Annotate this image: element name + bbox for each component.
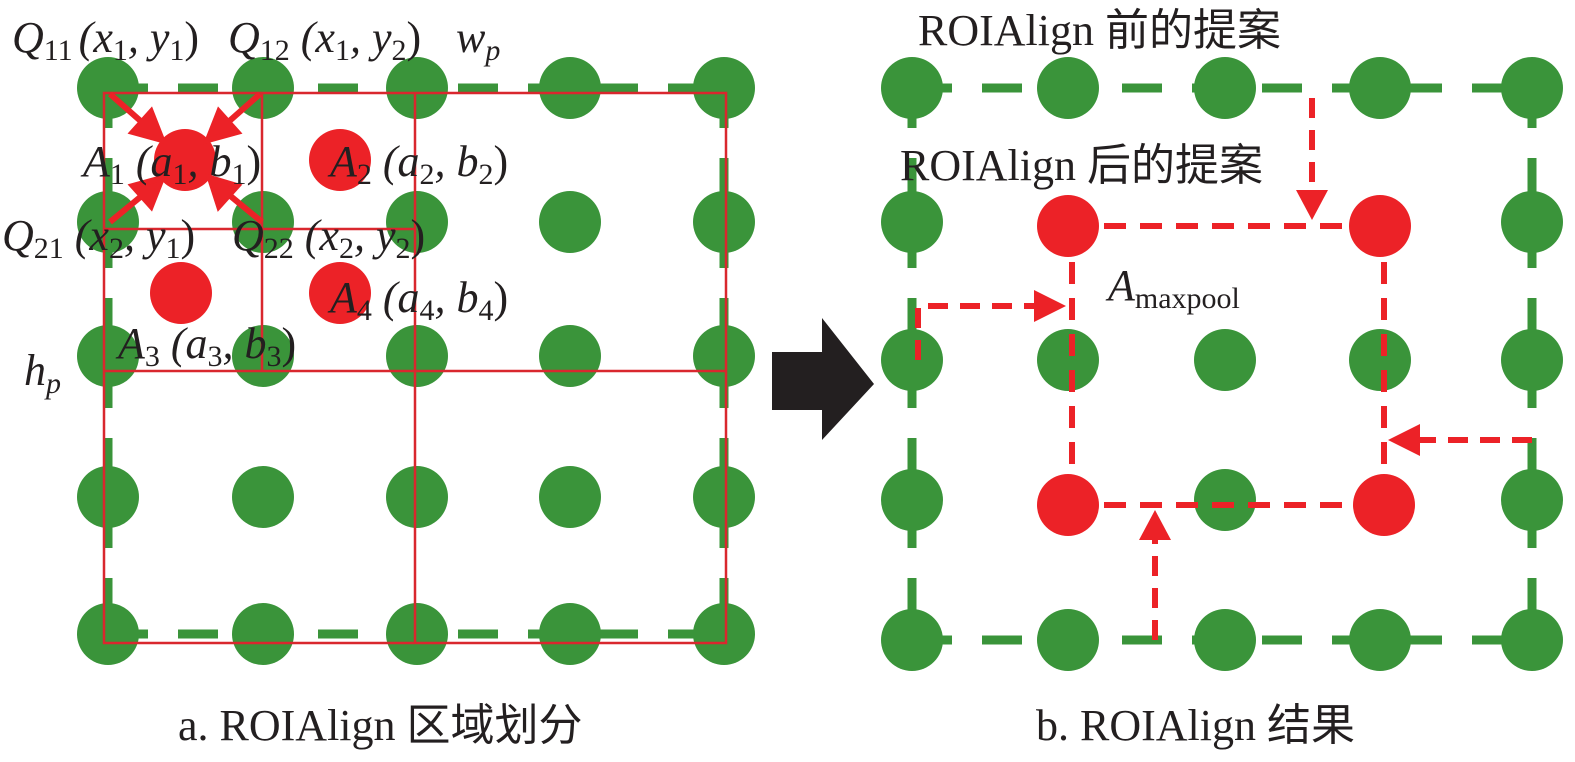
grid-point [232,603,294,665]
grid-point [881,191,943,253]
sample-point-a1 [154,129,216,191]
before-proposal-label: ROIAlign 前的提案 [918,6,1281,55]
grid-point [693,603,755,665]
label-q11: Q11(x1, y1) [12,13,199,67]
grid-point [539,325,601,387]
panel-b: ROIAlign 前的提案 ROIAlign 后的提案 Amaxpool b. … [881,6,1563,750]
grid-point [1501,469,1563,531]
grid-point [1349,609,1411,671]
sample-point-a2 [309,129,371,191]
label-q21: Q21 (x2, y1) [2,211,195,265]
grid-point [386,325,448,387]
label-amaxpool: Amaxpool [1105,261,1240,315]
grid-point [77,191,139,253]
grid-point [1037,57,1099,119]
grid-point [881,57,943,119]
after-proposal-label: ROIAlign 后的提案 [900,141,1263,190]
label-q22: Q22 (x2, y2) [232,211,425,265]
grid-point [693,57,755,119]
panel-a-interp-arrows [108,91,264,225]
label-a2: A2 (a2, b2) [327,137,508,191]
panel-b-shrink-arrows [915,98,1532,640]
label-q12: Q12 (x1, y2) [228,13,421,67]
grid-point [539,57,601,119]
grid-point [539,603,601,665]
grid-point [881,329,943,391]
grid-point [881,469,943,531]
grid-point [386,57,448,119]
grid-point [1501,609,1563,671]
label-a3: A3 (a3, b3) [115,319,296,373]
grid-point [232,466,294,528]
grid-point [77,603,139,665]
corner-point [1037,474,1099,536]
grid-point [1194,329,1256,391]
grid-point [386,466,448,528]
grid-point [1194,609,1256,671]
grid-point [386,603,448,665]
grid-point [539,466,601,528]
grid-point [693,466,755,528]
panel-b-caption: b. ROIAlign 结果 [1036,701,1355,750]
grid-point [1194,57,1256,119]
grid-point [1501,329,1563,391]
label-hp: hp [24,346,61,400]
corner-point [1353,474,1415,536]
grid-point [1194,469,1256,531]
grid-point [693,191,755,253]
grid-point [1349,329,1411,391]
label-wp: wp [456,13,500,67]
grid-point [693,325,755,387]
grid-point [77,466,139,528]
right-arrow-icon [772,318,874,440]
grid-point [1037,329,1099,391]
panel-b-corner-points [1037,195,1415,536]
corner-point [1349,195,1411,257]
label-a4: A4 (a4, b4) [327,273,508,327]
grid-point [1037,609,1099,671]
panel-b-arrowheads [1034,190,1420,540]
panel-a: Q11(x1, y1) Q12 (x1, y2) wp A1 (a1, b1) … [2,13,755,750]
panel-a-roi-bins [102,91,728,645]
grid-point [881,609,943,671]
grid-point [539,191,601,253]
grid-point [1349,57,1411,119]
grid-point [386,191,448,253]
corner-point [1037,195,1099,257]
panel-a-labels: Q11(x1, y1) Q12 (x1, y2) wp A1 (a1, b1) … [2,13,508,400]
sample-point-a3 [150,262,212,324]
grid-point [1501,191,1563,253]
sample-point-a4 [309,262,371,324]
grid-point [1501,57,1563,119]
proposal-after-border [1068,223,1387,508]
label-a1: A1 (a1, b1) [80,137,261,191]
panel-b-feature-grid [881,57,1563,671]
panel-a-caption: a. ROIAlign 区域划分 [178,701,583,750]
panel-a-sample-points [150,129,371,324]
